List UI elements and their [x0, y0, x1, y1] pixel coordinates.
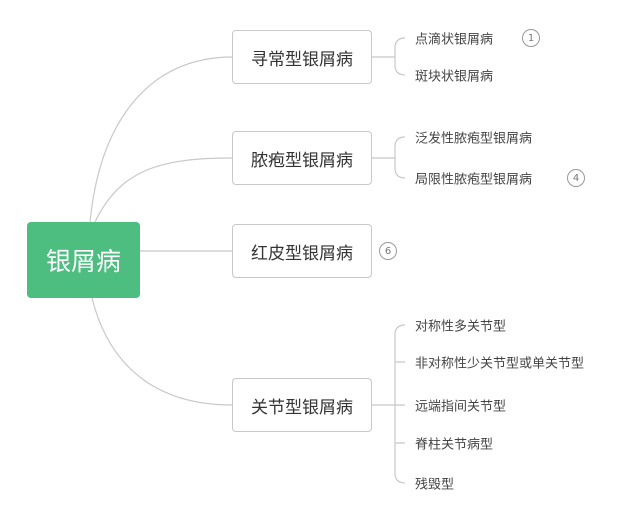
leaf-node[interactable]: 对称性多关节型	[415, 319, 507, 335]
leaf-node[interactable]: 斑块状银屑病	[415, 69, 494, 85]
root-node[interactable]: 银屑病	[27, 222, 140, 298]
leaf-node[interactable]: 泛发性脓疱型银屑病	[415, 131, 533, 147]
branch-arthropathic[interactable]: 关节型银屑病	[232, 378, 372, 432]
branch-pustular[interactable]: 脓疱型银屑病	[232, 131, 372, 185]
badge: 6	[379, 242, 397, 260]
leaf-node[interactable]: 局限性脓疱型银屑病	[415, 172, 533, 188]
leaf-node[interactable]: 脊柱关节病型	[415, 437, 494, 453]
branch-erythrodermic[interactable]: 红皮型银屑病	[232, 224, 372, 278]
branch-vulgaris[interactable]: 寻常型银屑病	[232, 30, 372, 84]
leaf-node[interactable]: 残毁型	[415, 477, 455, 493]
leaf-node[interactable]: 远端指间关节型	[415, 399, 507, 415]
leaf-node[interactable]: 点滴状银屑病	[415, 32, 494, 48]
badge: 1	[522, 29, 540, 47]
badge: 4	[567, 169, 585, 187]
leaf-node[interactable]: 非对称性少关节型或单关节型	[415, 356, 585, 372]
